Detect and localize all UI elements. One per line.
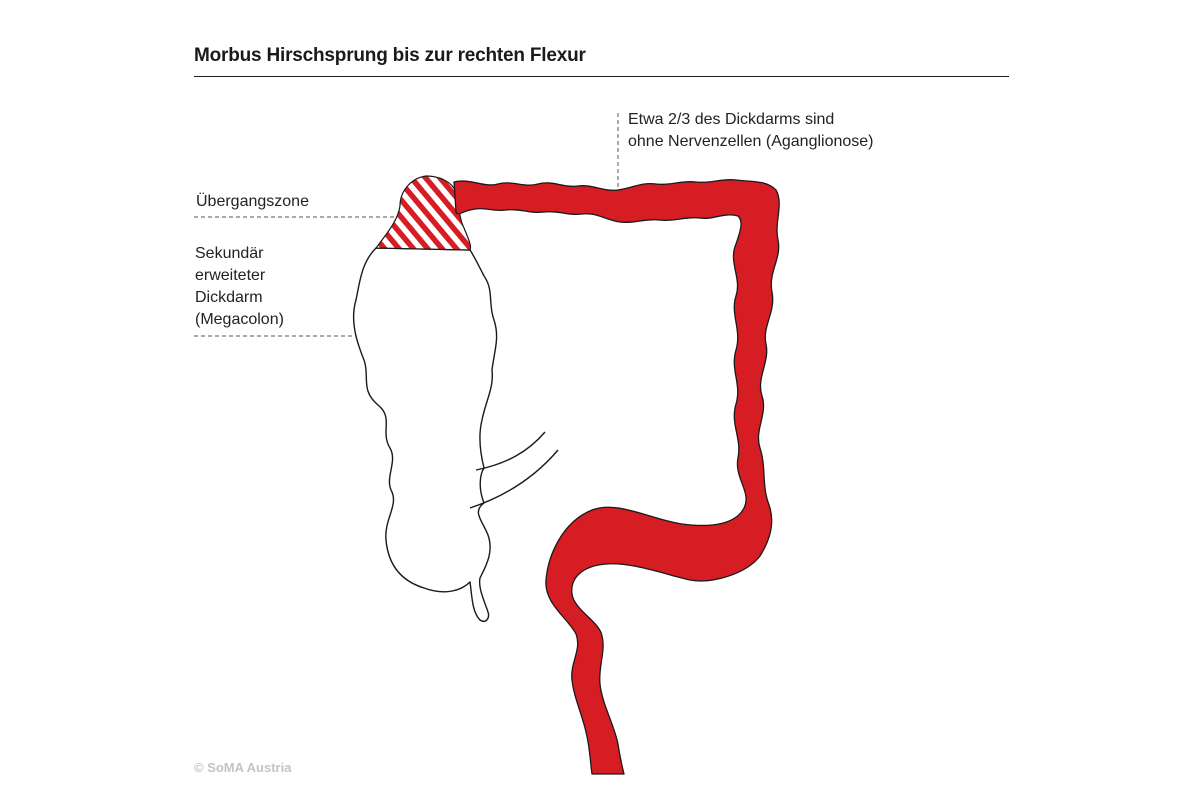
aganglionic-segment [453,178,780,775]
label-megacolon-line2: erweiteter [195,267,266,284]
transition-zone-segment [374,175,472,251]
title-underline [194,76,1009,77]
label-megacolon-line4: (Megacolon) [195,311,284,328]
ileum-line-lower [469,449,559,509]
label-megacolon: Sekundär erweiteter Dickdarm (Megacolon) [195,243,284,331]
megacolon-segment [352,247,498,622]
label-megacolon-line1: Sekundär [195,245,264,262]
label-aganglionose-line1: Etwa 2/3 des Dickdarms sind [628,111,835,128]
label-aganglionose-line2: ohne Nervenzellen (Aganglionose) [628,133,874,150]
label-aganglionose: Etwa 2/3 des Dickdarms sind ohne Nervenz… [628,109,874,153]
label-transition-zone: Übergangszone [196,193,309,210]
diagram-title: Morbus Hirschsprung bis zur rechten Flex… [194,45,586,66]
label-megacolon-line3: Dickdarm [195,289,263,306]
copyright-credit: © SoMA Austria [194,760,292,775]
ileum-line-upper [475,431,546,471]
